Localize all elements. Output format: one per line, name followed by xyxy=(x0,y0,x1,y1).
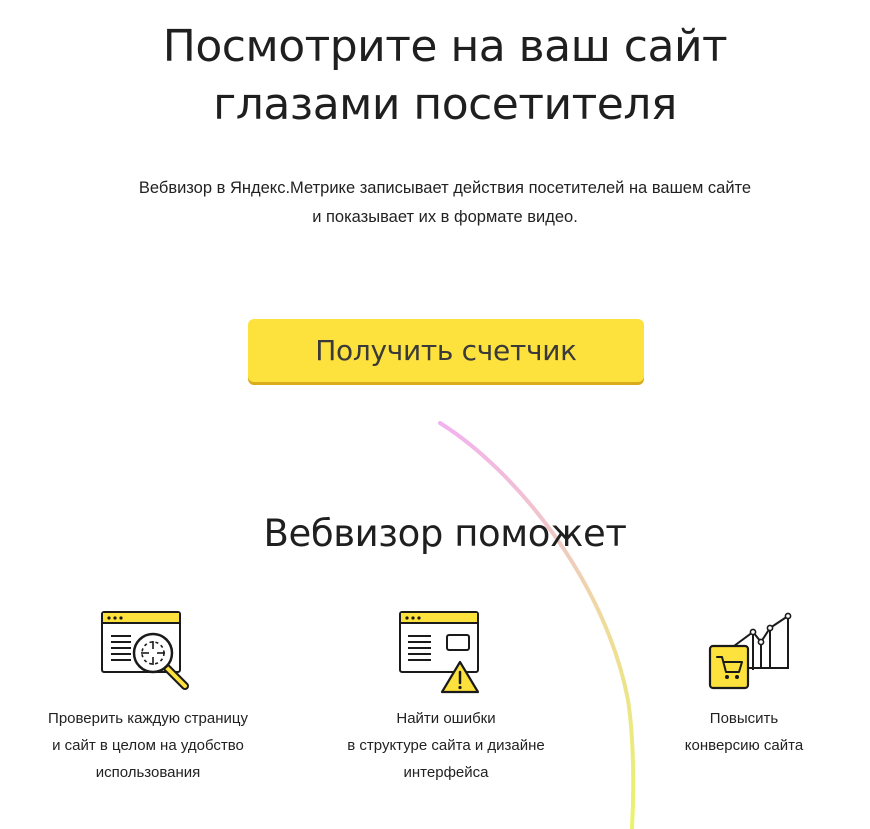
hero-title-line: глазами посетителя xyxy=(213,79,677,130)
benefit-label-line: Проверить каждую страницу xyxy=(48,710,248,727)
get-counter-button[interactable]: Получить счетчик xyxy=(248,319,644,382)
cart-growth-chart-icon xyxy=(708,612,792,690)
hero-title-line: Посмотрите на ваш сайт xyxy=(162,21,728,72)
hero-description: Вебвизор в Яндекс.Метрике записывает дей… xyxy=(0,174,870,232)
hero-title: Посмотрите на ваш сайт глазами посетител… xyxy=(0,18,870,134)
benefit-label-line: интерфейса xyxy=(403,764,489,781)
magnifier-page-icon xyxy=(101,611,189,690)
benefit-label-line: и сайт в целом на удобство xyxy=(52,737,244,754)
benefit-label: Повысить конверсию сайта xyxy=(609,705,870,759)
benefit-label-line: конверсию сайта xyxy=(684,737,804,754)
hero-description-line: и показывает их в формате видео. xyxy=(312,208,578,226)
benefits-title: Вебвизор поможет xyxy=(263,512,627,555)
benefit-item: Повысить конверсию сайта xyxy=(609,606,870,759)
benefit-label-line: Повысить xyxy=(709,710,779,727)
benefit-label: Проверить каждую страницу и сайт в целом… xyxy=(13,705,283,786)
benefit-label-line: Найти ошибки xyxy=(396,710,496,727)
hero-description-line: Вебвизор в Яндекс.Метрике записывает дей… xyxy=(138,179,752,197)
benefit-label-line: использования xyxy=(95,764,201,781)
warning-page-icon xyxy=(399,611,480,694)
benefit-label: Найти ошибки в структуре сайта и дизайне… xyxy=(311,705,581,786)
benefit-item: Найти ошибки в структуре сайта и дизайне… xyxy=(311,606,581,786)
benefit-item: Проверить каждую страницу и сайт в целом… xyxy=(13,606,283,786)
benefit-label-line: в структуре сайта и дизайне xyxy=(347,737,545,754)
